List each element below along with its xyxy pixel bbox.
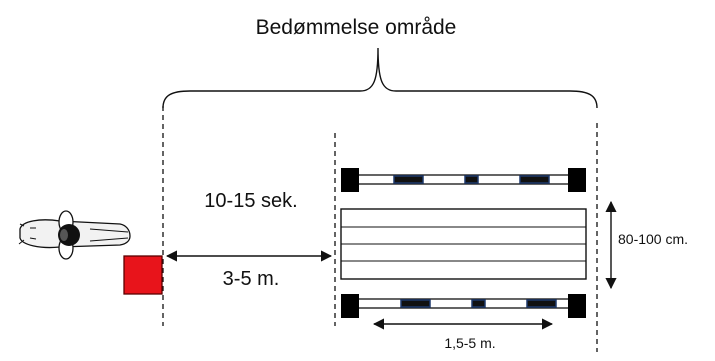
judging-area-brace: [162, 47, 598, 109]
pole-spacing-label: 1,5-5 m.: [444, 335, 495, 351]
time-label: 10-15 sek.: [204, 190, 297, 212]
bottom-right-post: [568, 294, 586, 318]
top-left-post: [341, 168, 359, 192]
bottom-pole: [357, 298, 570, 309]
judging-area-label: Bedømmelse område: [256, 16, 457, 39]
dog-handler-icon: [18, 210, 131, 260]
distance-label: 3-5 m.: [223, 268, 280, 290]
start-marker: [123, 255, 163, 295]
top-right-post: [568, 168, 586, 192]
bottom-left-post: [341, 294, 359, 318]
board-platform: [340, 208, 587, 280]
width-label: 80-100 cm.: [618, 231, 688, 247]
top-pole: [357, 174, 570, 185]
